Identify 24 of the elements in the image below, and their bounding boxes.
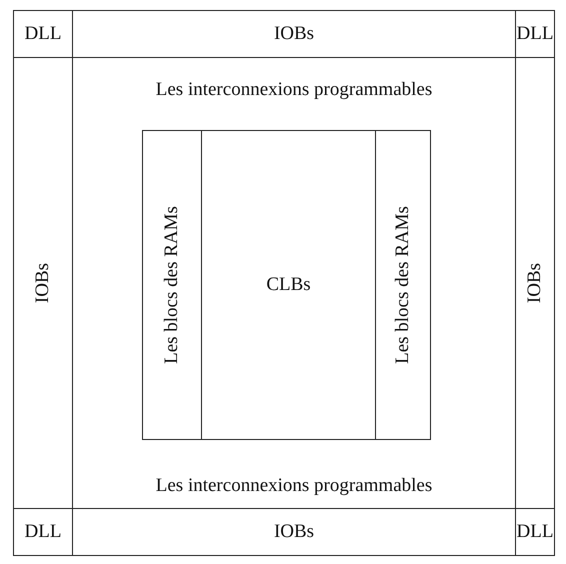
iob-block <box>515 57 555 509</box>
block-label: DLL <box>516 23 554 45</box>
block-label: IOBs <box>32 262 54 304</box>
dll-block <box>13 508 73 556</box>
block-label: DLL <box>516 521 554 543</box>
iob-block <box>72 508 516 556</box>
block-label: Les blocs des RAMs <box>161 206 183 364</box>
dll-block <box>13 10 73 58</box>
ram-block <box>375 130 431 440</box>
dll-block <box>515 508 555 556</box>
block-label: DLL <box>24 23 62 45</box>
block-label: DLL <box>24 521 62 543</box>
region-label: Les interconnexions programmables <box>156 475 432 497</box>
block-label: IOBs <box>274 521 314 543</box>
dll-block <box>515 10 555 58</box>
ram-block <box>142 130 202 440</box>
block-label: Les blocs des RAMs <box>392 206 414 364</box>
block-label: IOBs <box>274 23 314 45</box>
clb-block <box>201 130 376 440</box>
iob-block <box>72 10 516 58</box>
region-label: Les interconnexions programmables <box>156 79 432 101</box>
block-label: IOBs <box>524 262 546 304</box>
block-label: CLBs <box>266 274 311 296</box>
iob-block <box>13 57 73 509</box>
